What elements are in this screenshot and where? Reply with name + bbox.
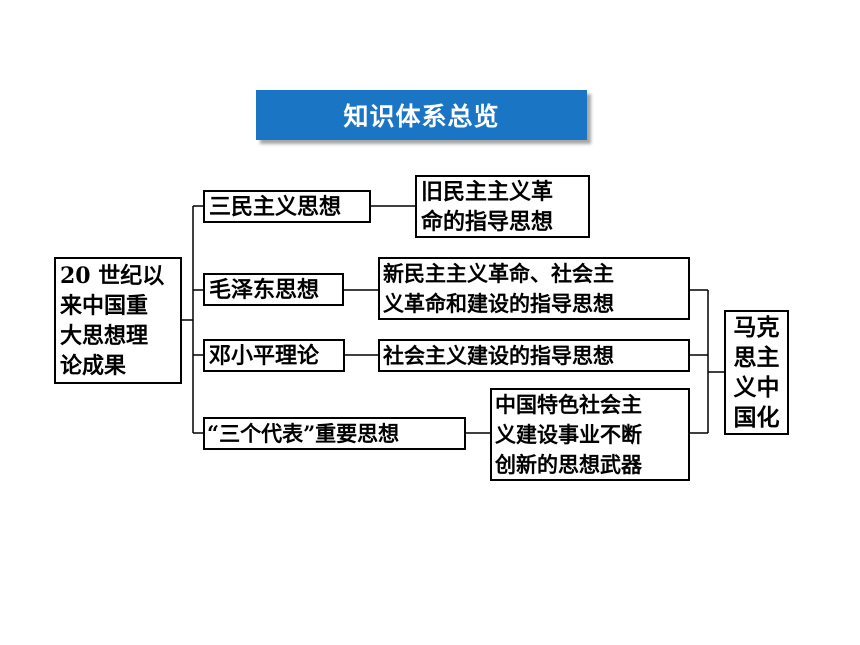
- theory-label: 三民主义思想: [209, 193, 342, 220]
- role-node-2: 新民主主义革命、社会主 义革命和建设的指导思想: [378, 257, 690, 320]
- role-node-1: 旧民主主义革 命的指导思想: [415, 175, 590, 238]
- role-label: 旧民主主义革 命的指导思想: [421, 178, 554, 235]
- role-node-4: 中国特色社会主 义建设事业不断 创新的思想武器: [490, 388, 690, 481]
- conclusion-node: 马克 思主 义中 国化: [724, 310, 789, 435]
- theory-node-4: “三个代表”重要思想: [203, 417, 466, 450]
- conclusion-label: 马克 思主 义中 国化: [733, 313, 780, 431]
- role-node-3: 社会主义建设的指导思想: [378, 339, 690, 372]
- role-label: 新民主主义革命、社会主 义革命和建设的指导思想: [383, 260, 614, 316]
- role-label: 社会主义建设的指导思想: [383, 342, 614, 368]
- theory-node-1: 三民主义思想: [203, 190, 371, 223]
- page-title: 知识体系总览: [256, 90, 587, 140]
- theory-label: “三个代表”重要思想: [207, 420, 400, 446]
- theory-label: 邓小平理论: [209, 342, 320, 369]
- theory-node-3: 邓小平理论: [203, 339, 345, 372]
- theory-label: 毛泽东思想: [209, 276, 320, 303]
- role-label: 中国特色社会主 义建设事业不断 创新的思想武器: [495, 391, 642, 477]
- root-node: 20 世纪以 来中国重 大思想理 论成果: [54, 257, 182, 384]
- root-node-label: 20 世纪以 来中国重 大思想理 论成果: [60, 262, 165, 379]
- theory-node-2: 毛泽东思想: [203, 273, 344, 306]
